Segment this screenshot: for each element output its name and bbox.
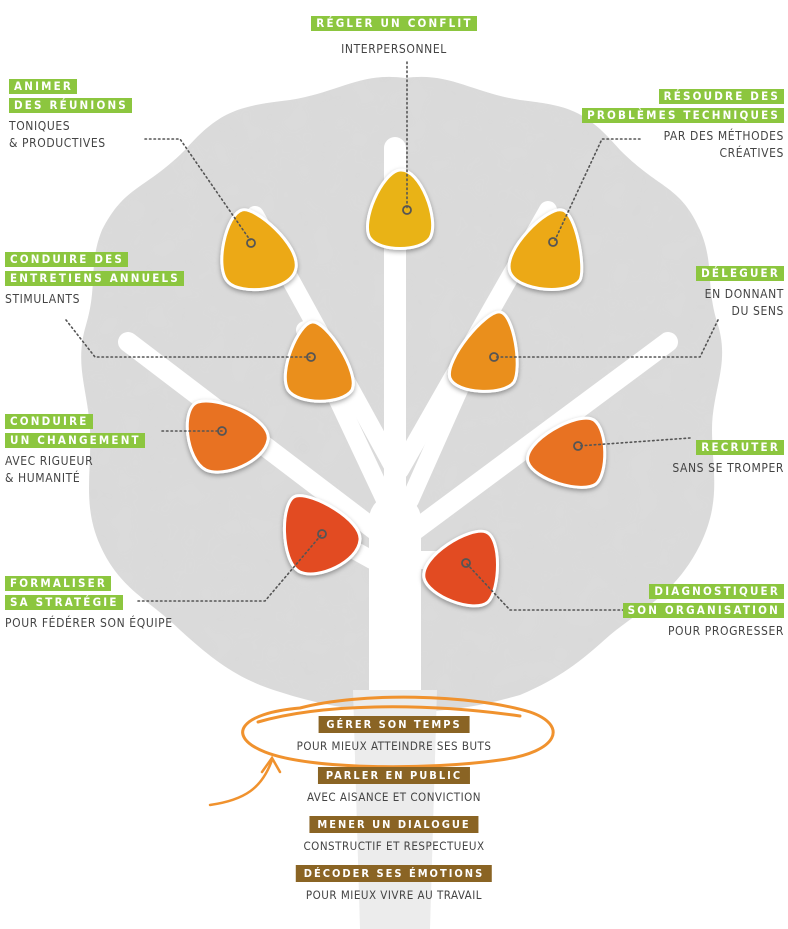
label-deleguer: DÉLEGUER EN DONNANT DU SENS	[696, 262, 784, 320]
label-conflit: RÉGLER UN CONFLIT INTERPERSONNEL	[0, 12, 788, 58]
label-problemes: RÉSOUDRE DES PROBLÈMES TECHNIQUES PAR DE…	[582, 85, 784, 162]
label-changement: CONDUIRE UN CHANGEMENT AVEC RIGUEUR & HU…	[5, 410, 145, 487]
label-reunions: ANIMER DES RÉUNIONS TONIQUES & PRODUCTIV…	[9, 75, 132, 152]
base-tag-emotions: DÉCODER SES ÉMOTIONS	[296, 865, 492, 882]
sub-reunions: TONIQUES & PRODUCTIVES	[9, 118, 132, 152]
base-sub-dialogue: CONSTRUCTIF ET RESPECTUEUX	[303, 839, 484, 853]
tag-recruter: RECRUTER	[696, 440, 784, 455]
base-sub-temps: POUR MIEUX ATTEINDRE SES BUTS	[297, 739, 492, 753]
sub-strategie: POUR FÉDÉRER SON ÉQUIPE	[5, 615, 173, 632]
label-strategie: FORMALISER SA STRATÉGIE POUR FÉDÉRER SON…	[5, 572, 173, 632]
tag-problemes-1: RÉSOUDRE DES	[659, 89, 784, 104]
tag-reunions-2: DES RÉUNIONS	[9, 98, 132, 113]
highlight-arrow	[210, 758, 280, 805]
sub-entretiens: STIMULANTS	[5, 291, 184, 308]
tag-strategie-2: SA STRATÉGIE	[5, 595, 123, 610]
sub-problemes: PAR DES MÉTHODES CRÉATIVES	[582, 128, 784, 162]
label-organisation: DIAGNOSTIQUER SON ORGANISATION POUR PROG…	[623, 580, 784, 640]
tag-conflit: RÉGLER UN CONFLIT	[311, 16, 476, 31]
tag-organisation-2: SON ORGANISATION	[623, 603, 784, 618]
base-item-dialogue: MENER UN DIALOGUE CONSTRUCTIF ET RESPECT…	[303, 813, 484, 853]
label-recruter: RECRUTER SANS SE TROMPER	[672, 436, 784, 477]
tag-entretiens-2: ENTRETIENS ANNUELS	[5, 271, 184, 286]
sub-deleguer: EN DONNANT DU SENS	[696, 286, 784, 320]
tag-strategie-1: FORMALISER	[5, 576, 111, 591]
label-entretiens: CONDUIRE DES ENTRETIENS ANNUELS STIMULAN…	[5, 248, 184, 308]
tag-changement-1: CONDUIRE	[5, 414, 93, 429]
base-item-emotions: DÉCODER SES ÉMOTIONS POUR MIEUX VIVRE AU…	[296, 862, 492, 902]
tag-organisation-1: DIAGNOSTIQUER	[649, 584, 784, 599]
sub-organisation: POUR PROGRESSER	[623, 623, 784, 640]
sub-changement: AVEC RIGUEUR & HUMANITÉ	[5, 453, 145, 487]
tag-entretiens-1: CONDUIRE DES	[5, 252, 128, 267]
tag-deleguer: DÉLEGUER	[696, 266, 784, 281]
base-tag-temps: GÉRER SON TEMPS	[318, 716, 469, 733]
base-sub-emotions: POUR MIEUX VIVRE AU TRAVAIL	[296, 888, 492, 902]
base-tag-public: PARLER EN PUBLIC	[318, 767, 470, 784]
sub-conflit: INTERPERSONNEL	[0, 41, 788, 58]
base-sub-public: AVEC AISANCE ET CONVICTION	[307, 790, 481, 804]
base-tag-dialogue: MENER UN DIALOGUE	[309, 816, 478, 833]
sub-recruter: SANS SE TROMPER	[672, 460, 784, 477]
tag-reunions-1: ANIMER	[9, 79, 77, 94]
base-item-temps: GÉRER SON TEMPS POUR MIEUX ATTEINDRE SES…	[297, 713, 492, 753]
tag-changement-2: UN CHANGEMENT	[5, 433, 145, 448]
base-item-public: PARLER EN PUBLIC AVEC AISANCE ET CONVICT…	[307, 764, 481, 804]
tag-problemes-2: PROBLÈMES TECHNIQUES	[582, 108, 784, 123]
